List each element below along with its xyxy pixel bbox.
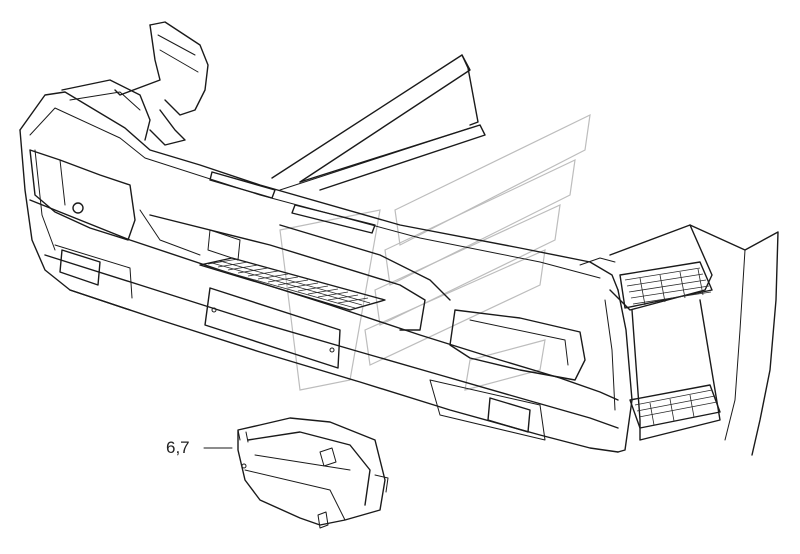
fog-lamp-housing [237, 417, 389, 529]
bumper-body [19, 91, 633, 453]
left-mounting-bracket [61, 21, 209, 146]
right-step-assembly [579, 224, 779, 456]
frame-rail [271, 54, 486, 191]
center-step-grating [199, 257, 386, 311]
watermark-logo [279, 113, 591, 391]
callout-6-7: 6,7 [166, 438, 233, 457]
callout-label: 6,7 [166, 438, 190, 457]
